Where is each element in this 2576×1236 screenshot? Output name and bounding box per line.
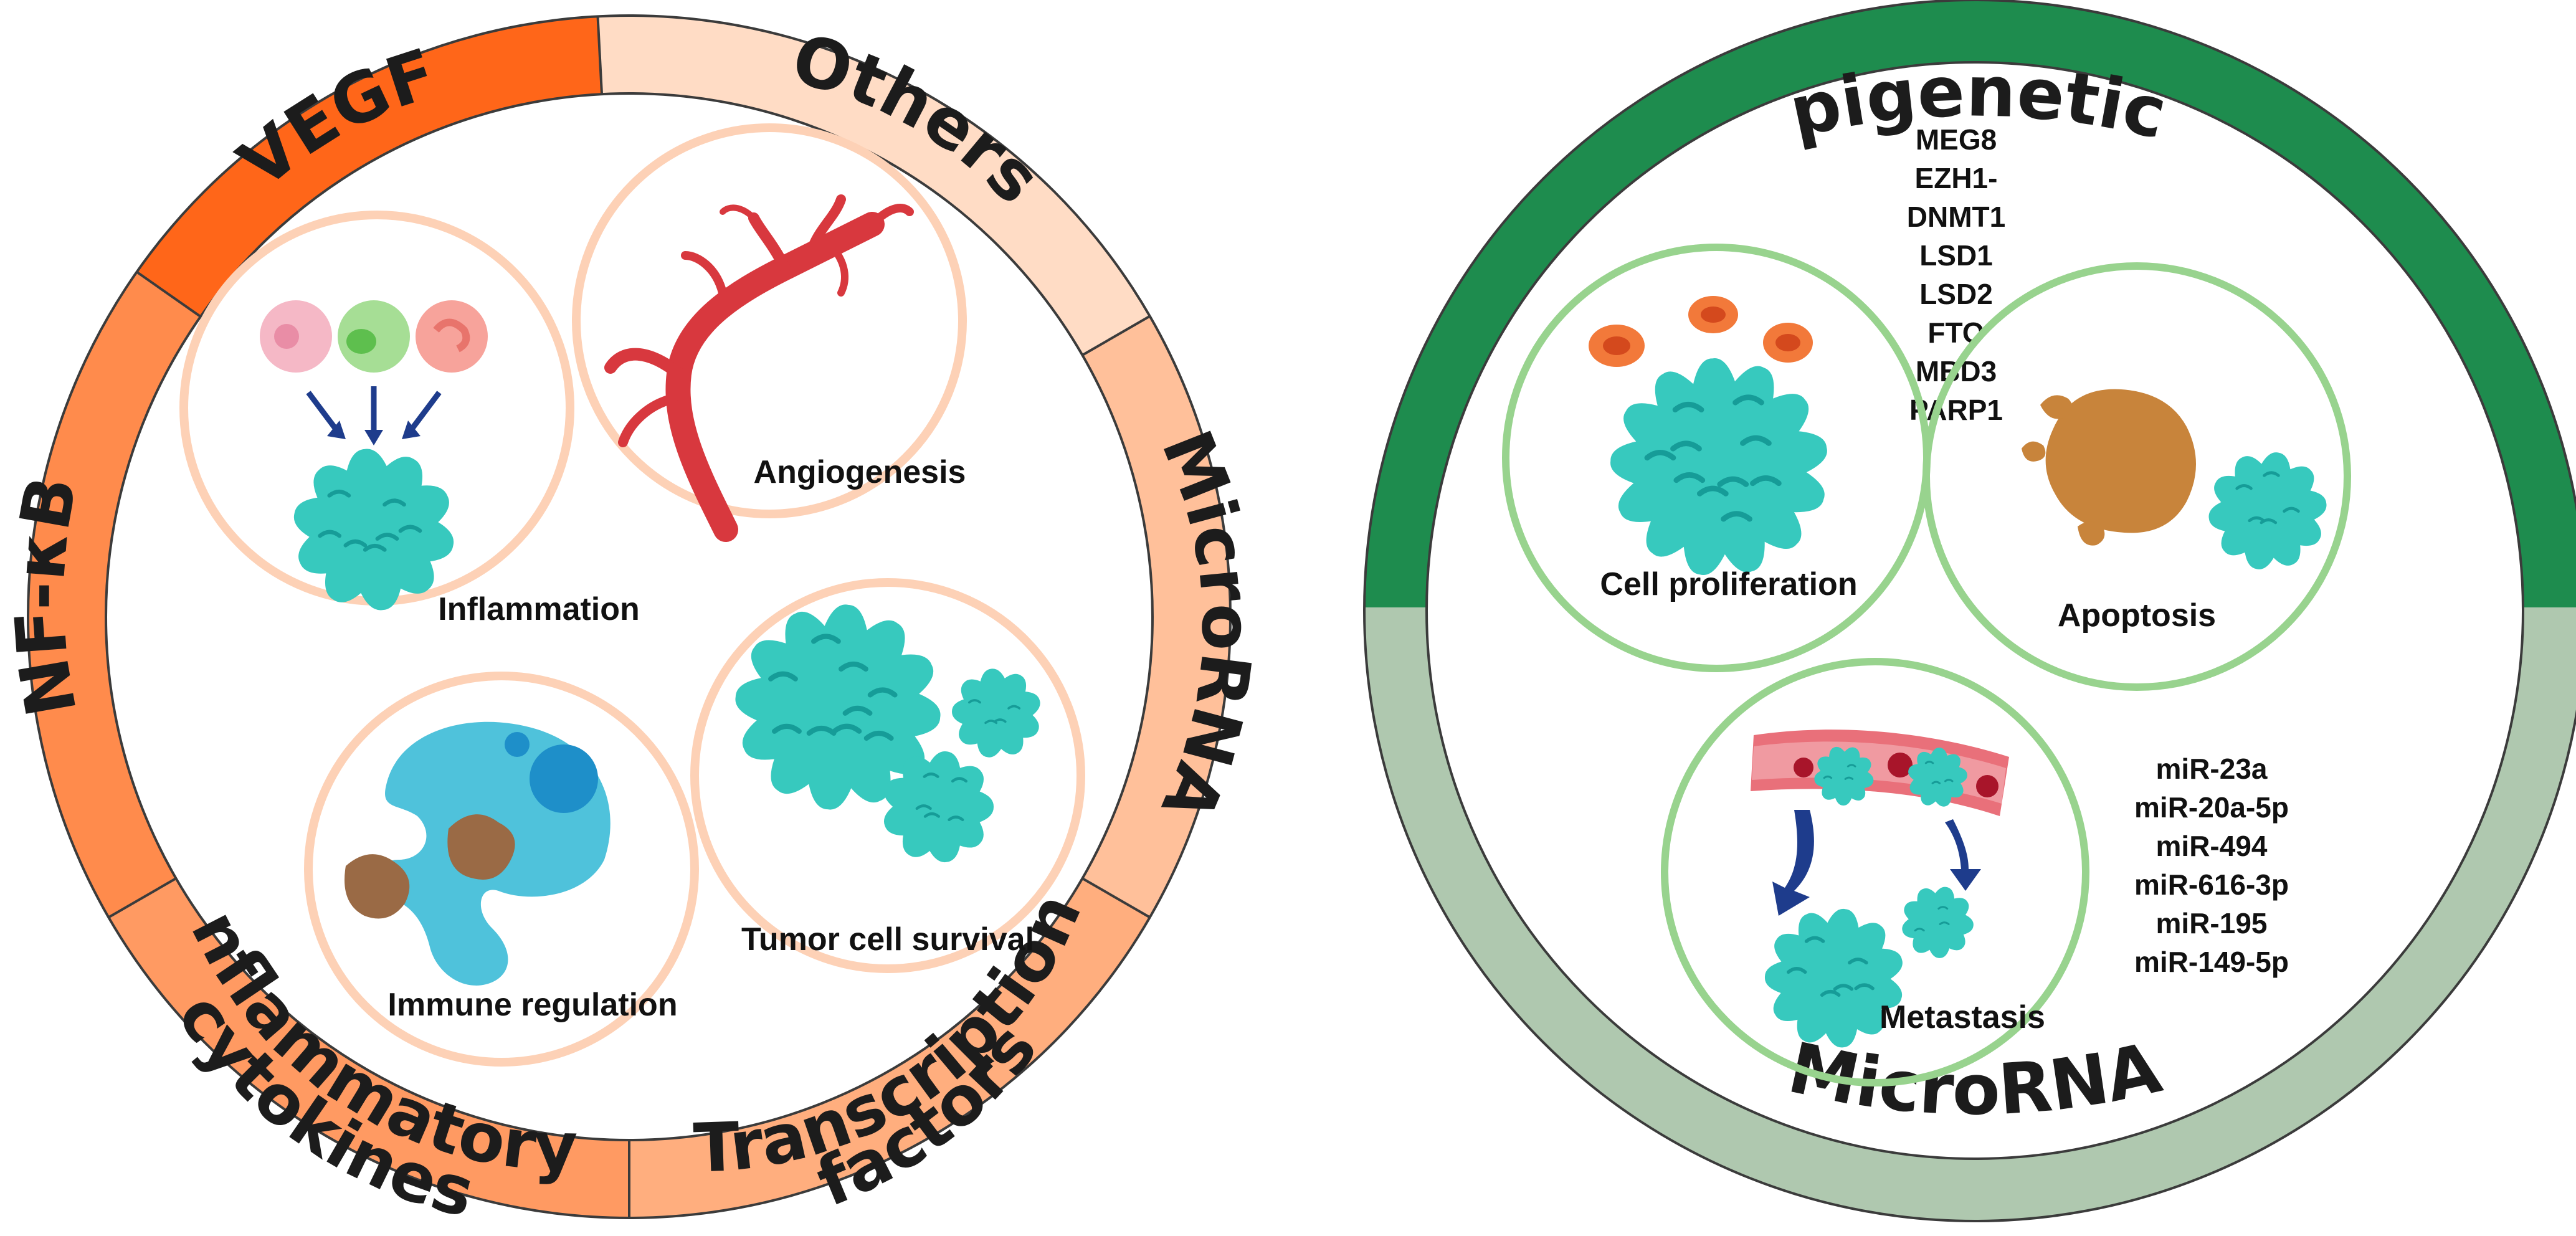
microrna-item: miR-23a [2156,753,2268,785]
tumor-cell-icon [2208,452,2327,569]
vessel-rbc-icon-2 [1794,758,1813,777]
circulating-tumor-cell-icon [1814,746,1874,806]
immune-regulation-label: Immune regulation [387,987,677,1023]
cytokines-ring-segment [108,878,629,1218]
metastatic-tumor-cell-icon [1764,908,1903,1048]
inflammation-panel: Inflammation [179,211,640,627]
ring-divider [596,16,604,95]
rbc-center-icon [1603,336,1630,355]
tumor-cell-small-icon [883,751,994,863]
epigenetic-item: MEG8 [1916,123,1997,156]
immune-cell-red-icon [416,300,488,373]
vessel-rbc-icon-3 [1976,775,1999,797]
microrna-left-ring-segment [1082,316,1230,918]
macrophage-vesicle-icon [505,732,530,757]
blood-vessel-icon [604,194,914,542]
apoptotic-body-icon-2 [2022,441,2046,462]
cell-proliferation-label: Cell proliferation [1600,566,1857,602]
vegf-ring-segment [136,16,602,317]
ring-divider [136,270,202,318]
immune-regulation-circle [304,672,699,1067]
metastasis-circle [1661,658,2089,1086]
immune-regulation-panel: Immune regulation [304,672,699,1067]
epigenetic-item: EZH1- [1915,162,1998,194]
nfkb-label: NF-κB [0,470,92,722]
immune-cell-red-nucleus-icon [433,318,470,353]
tumor-cell-icon [1610,358,1827,576]
ring-divider [1081,315,1151,356]
inflammation-label: Inflammation [438,591,640,627]
tumor-cell-survival-circle [690,578,1085,973]
apoptotic-body-icon [2040,395,2073,419]
angiogenesis-label: Angiogenesis [754,454,966,490]
ring-divider [108,877,177,919]
immune-cell-pink-nucleus-icon [274,324,299,349]
microrna-item: miR-149-5p [2134,946,2289,978]
left-ring [27,16,1230,1218]
apoptotic-body-icon-3 [2078,521,2105,546]
nfkb-ring-segment [27,272,201,918]
ring-divider [1081,877,1151,919]
tumor-cell-medium-icon [952,668,1040,758]
microrna-item: miR-195 [2156,907,2268,939]
metastasis-panel: Metastasis [1661,658,2089,1086]
immune-cell-green-nucleus-icon [346,329,376,354]
engulfed-debris-icon [447,814,515,880]
tumor-cell-icon [293,449,454,611]
microrna-item: miR-20a-5p [2134,791,2289,824]
epigenetic-item: DNMT1 [1907,201,2005,233]
inflammation-arrows-icon [306,386,442,445]
metastasis-label: Metastasis [1880,999,2045,1035]
tumor-cell-survival-label: Tumor cell survival [741,921,1034,958]
rbc-center-icon-3 [1775,334,1800,351]
angiogenesis-panel: Angiogenesis [572,123,967,542]
microrna-item: miR-494 [2156,830,2268,862]
epigenetic-item: LSD2 [1919,278,1993,310]
apoptosis-panel: Apoptosis [1922,262,2351,691]
dissemination-arrow-icon-2 [1945,819,1981,891]
transcription-ring-segment [629,878,1150,1218]
dissemination-arrow-icon [1772,810,1814,916]
angiogenesis-circle [572,123,967,518]
others-ring-segment [597,16,1150,356]
circulating-tumor-cell-icon-2 [1908,748,1967,807]
apoptotic-cell-icon [2045,389,2196,533]
microrna-list: miR-23a miR-20a-5p miR-494 miR-616-3p miR-19… [2134,753,2289,978]
left-ring-dividers [108,16,1151,1218]
apoptosis-circle [1922,262,2351,691]
tumor-cell-survival-panel: Tumor cell survival [690,578,1085,973]
microrna-item: miR-616-3p [2134,868,2289,901]
right-ring-outline [1363,0,2576,1222]
cell-proliferation-panel: Cell proliferation [1502,244,1931,672]
epigenetic-item: LSD1 [1919,239,1993,272]
debris-icon [345,854,410,919]
apoptosis-label: Apoptosis [2058,597,2216,634]
vessel-rbc-icon [1888,753,1913,777]
rbc-center-icon-2 [1701,307,1726,323]
left-diagram: VEGF Others MicroRNA Transcription facto… [0,0,1267,1233]
macrophage-nucleus-icon [530,744,598,813]
metastatic-tumor-cell-small-icon [1902,887,1974,958]
tumor-cell-large-icon [735,604,941,810]
